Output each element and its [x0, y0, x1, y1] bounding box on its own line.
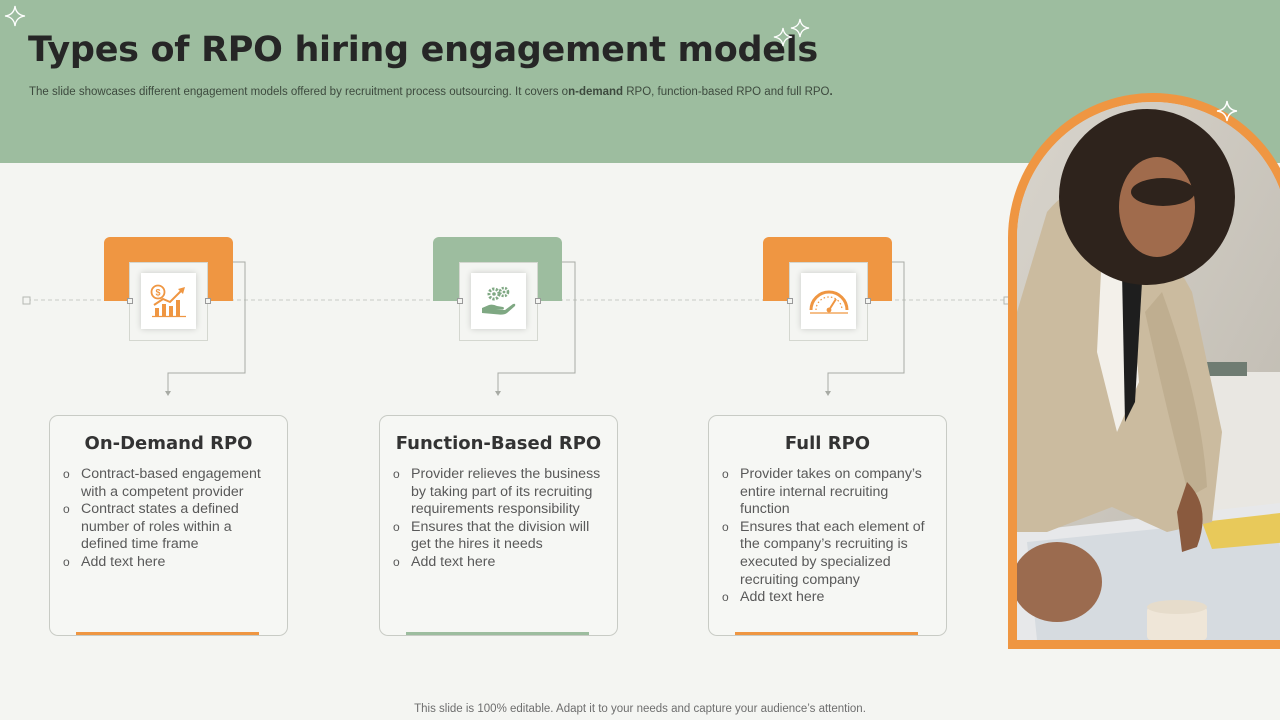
woman-reviewing-blueprints-photo: [1017, 102, 1280, 640]
bullet-item: Provider takes on company’s entire inter…: [722, 466, 938, 519]
icon-frame-function-based: [459, 262, 538, 341]
icon-frame-full: [789, 262, 868, 341]
card-accent-bar: [406, 632, 589, 635]
bullet-item: Contract-based engagement with a compete…: [63, 466, 281, 501]
bullet-item: Provider relieves the business by taking…: [393, 466, 606, 519]
money-growth-chart-icon: $: [150, 284, 186, 318]
card-title: On-Demand RPO: [84, 433, 253, 454]
bullet-list: Provider takes on company’s entire inter…: [722, 466, 938, 607]
bullet-item: Ensures that the division will get the h…: [393, 519, 606, 554]
sparkle-star-icon: [4, 5, 26, 27]
card-full-rpo: Full RPO Provider takes on company’s ent…: [708, 415, 947, 636]
icon-frame-on-demand: $: [129, 262, 208, 341]
speedometer-gauge-icon: [809, 290, 848, 314]
page-subtitle: The slide showcases different engagement…: [29, 86, 833, 98]
bullet-item: Add text here: [63, 554, 281, 572]
sparkle-star-icon: [1216, 100, 1238, 122]
card-title: Function-Based RPO: [395, 433, 602, 454]
sparkle-star-icon: [790, 18, 810, 38]
footer-note: This slide is 100% editable. Adapt it to…: [414, 703, 866, 715]
bullet-item: Ensures that each element of the company…: [722, 519, 938, 589]
page-title: Types of RPO hiring engagement models: [28, 30, 818, 70]
card-accent-bar: [735, 632, 918, 635]
bullet-list: Contract-based engagement with a compete…: [63, 466, 281, 572]
bullet-item: Add text here: [393, 554, 606, 572]
card-accent-bar: [76, 632, 259, 635]
bullet-item: Contract states a defined number of role…: [63, 501, 281, 554]
card-title: Full RPO: [784, 433, 871, 454]
svg-text:$: $: [155, 288, 160, 298]
gears-in-hand-icon: [481, 286, 515, 315]
card-on-demand-rpo: On-Demand RPO Contract-based engagement …: [49, 415, 288, 636]
card-function-based-rpo: Function-Based RPO Provider relieves the…: [379, 415, 618, 636]
bullet-item: Add text here: [722, 589, 938, 607]
bullet-list: Provider relieves the business by taking…: [393, 466, 606, 572]
sparkle-star-icon: [773, 27, 793, 47]
photo-arch-frame: [1008, 93, 1280, 649]
